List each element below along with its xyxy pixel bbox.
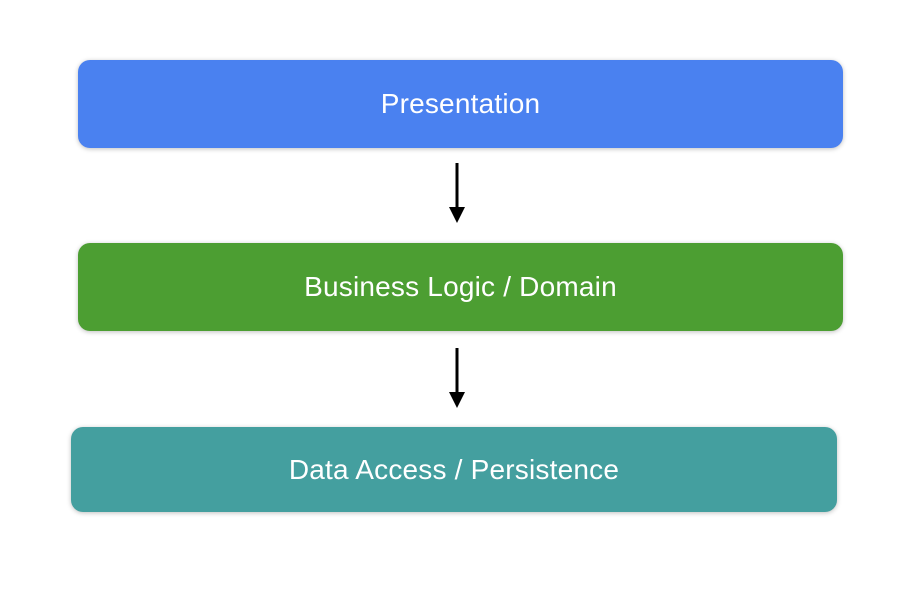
layer-label-business-logic: Business Logic / Domain	[304, 271, 617, 302]
layer-node-presentation[interactable]: Presentation	[78, 60, 843, 148]
arrow-head	[449, 207, 465, 223]
arrow-down-icon[interactable]	[446, 348, 468, 408]
layer-label-data-access: Data Access / Persistence	[288, 453, 620, 485]
layer-label-presentation: Presentation	[380, 88, 541, 119]
layer-node-business-logic[interactable]: Business Logic / Domain	[78, 243, 843, 331]
layer-node-data-access[interactable]: Data Access / Persistence	[71, 427, 837, 512]
arrow-head	[449, 392, 465, 408]
arrow-down-icon[interactable]	[446, 163, 468, 223]
